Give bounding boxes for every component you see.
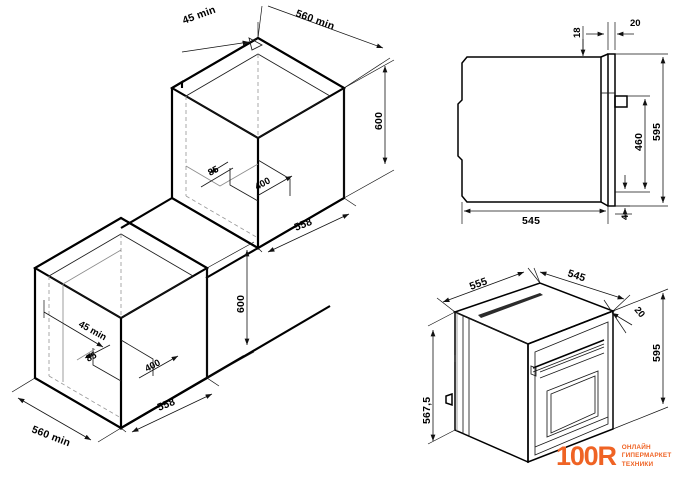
watermark-brand: 100R: [556, 441, 617, 471]
dim-label-5675: 567,5: [421, 397, 433, 424]
dim-label-545-side: 545: [522, 215, 540, 227]
lower-cabinet-view: 45 min 85 400 600: [11, 216, 331, 450]
upper-cabinet-view: 45 min 560 min 600 558: [120, 4, 395, 279]
dim-lower-45min: [43, 300, 104, 348]
dim-lower-558: [120, 377, 220, 433]
watermark-tagline-line3: Техники: [621, 460, 654, 468]
dim-label-600-lower: 600: [235, 295, 247, 313]
dim-label-20-3d: 20: [632, 305, 647, 320]
dim-3d-595: [612, 288, 669, 430]
dim-lower-560min: [11, 377, 122, 443]
dim-label-595-side: 595: [651, 123, 663, 141]
dim-side-4: [608, 175, 632, 218]
dim-upper-85: [209, 161, 229, 174]
dim-3d-5675: [427, 311, 456, 445]
dim-label-400-lower: 400: [143, 357, 162, 374]
dim-label-400-upper: 400: [253, 175, 272, 192]
dim-side-545: [461, 202, 609, 224]
dim-label-600-upper: 600: [373, 112, 385, 130]
dim-label-555: 555: [468, 275, 489, 292]
dim-upper-560min: [257, 5, 391, 89]
dim-upper-45min: [181, 22, 263, 53]
dim-label-560min-upper: 560 min: [294, 8, 336, 33]
watermark-logo: 100R Онлайн Гипермаркет Техники: [556, 443, 671, 470]
dim-label-20-side: 20: [630, 18, 641, 29]
side-profile-view: 18 20 595 460: [457, 18, 668, 227]
dim-label-45min-lower: 45 min: [77, 319, 109, 343]
dim-label-45min-upper: 45 min: [181, 4, 217, 27]
watermark-tagline: Онлайн Гипермаркет Техники: [622, 444, 672, 469]
dim-label-560min-lower: 560 min: [30, 424, 72, 450]
dim-side-18: [580, 22, 609, 56]
dim-label-595-3d: 595: [651, 344, 663, 362]
dim-3d-20: [603, 299, 633, 334]
product-3d-view: 555 545 20 595: [421, 267, 669, 464]
watermark-tagline-line2: Гипермаркет: [621, 452, 672, 460]
dim-label-4: 4: [620, 214, 631, 220]
dim-side-460: [615, 95, 650, 193]
watermark-tagline-line1: Онлайн: [621, 444, 651, 452]
dim-upper-400: [256, 175, 293, 197]
dim-3d-545: [533, 267, 631, 312]
dim-upper-558: [257, 197, 357, 253]
dim-lower-600: [206, 241, 255, 379]
dim-label-460: 460: [633, 133, 645, 151]
dim-3d-555: [436, 267, 541, 313]
dim-label-545-3d: 545: [566, 267, 587, 284]
dim-label-18: 18: [572, 27, 583, 38]
dim-upper-600: [343, 59, 395, 199]
dim-lower-400: [138, 355, 179, 379]
dim-lower-85: [84, 344, 111, 359]
dim-side-20: [614, 22, 634, 50]
